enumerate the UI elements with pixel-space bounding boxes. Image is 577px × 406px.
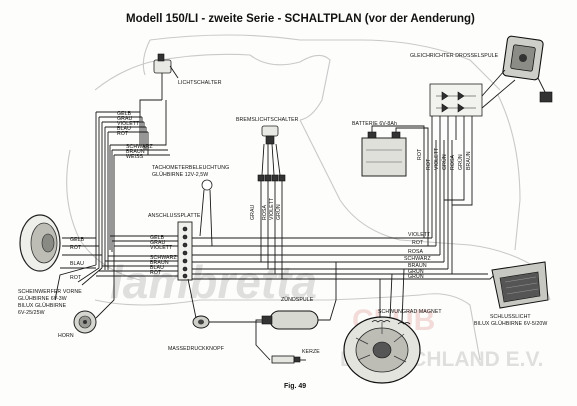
svg-text:GRAU: GRAU [150, 240, 166, 246]
ignition-coil: ZÜNDSPULE [255, 262, 337, 361]
ignition-coil-label: ZÜNDSPULE [281, 296, 314, 303]
svg-text:SCHWARZ: SCHWARZ [126, 144, 153, 150]
rectifier-circuit [429, 83, 483, 117]
svg-text:SCHWARZ: SCHWARZ [404, 256, 431, 262]
brake-light-switch: BREMSLICHTSCHALTER GRAU ROSA VIOLETT GRÜ… [192, 117, 299, 279]
flywheel-label: SCHWUNGRAD MAGNET [378, 309, 442, 315]
tail-light: SCHLUSSLICHT BILUX GLÜHBIRNE 6V-5/20W [474, 261, 549, 327]
horn: HORN [58, 256, 115, 339]
tail-light-label-2: BILUX GLÜHBIRNE 6V-5/20W [474, 320, 547, 327]
ground-button: MASSEDRUCKKNOPF [168, 278, 262, 352]
terminal-plate: ANSCHLUSSPLATTE GELB GRAU VIOLETT SCHWAR… [96, 213, 201, 281]
figure-label: Fig. 49 [284, 383, 306, 390]
speedometer-bulb [201, 179, 213, 191]
svg-text:BRAUN: BRAUN [126, 149, 145, 155]
svg-text:GRAU: GRAU [117, 116, 133, 122]
svg-text:ROSA: ROSA [262, 204, 268, 220]
battery-body [361, 137, 407, 177]
svg-text:ROT: ROT [150, 270, 162, 276]
svg-text:BLAU: BLAU [150, 265, 164, 271]
brake-connectors [257, 174, 286, 182]
svg-text:VIOLETT: VIOLETT [150, 245, 173, 251]
ground-button-label: MASSEDRUCKKNOPF [168, 346, 224, 352]
svg-text:VIOLETT: VIOLETT [434, 147, 440, 170]
ignition-coil-body [269, 310, 319, 330]
terminal-screws [182, 226, 188, 279]
flywheel-magneto: SCHWUNGRAD MAGNET [343, 268, 442, 384]
svg-text:GELB: GELB [70, 237, 85, 243]
battery: BATTERIE 6V-8Ah ROT [192, 121, 429, 246]
switch-wire-bundle: GELB GRAU VIOLETT BLAU ROT SCHWARZ BRAUN… [96, 99, 170, 160]
page-title: Modell 150/LI - zweite Serie - SCHALTPLA… [126, 13, 475, 25]
light-switch-body [153, 59, 172, 74]
svg-text:GRÜN: GRÜN [408, 273, 424, 280]
terminal-plate-label: ANSCHLUSSPLATTE [148, 213, 201, 219]
battery-terminal-plus [367, 131, 377, 139]
svg-text:GRÜN: GRÜN [441, 154, 448, 170]
battery-label: BATTERIE 6V-8Ah [352, 121, 397, 127]
left-wire-trunk [54, 112, 115, 301]
svg-text:BRAUN: BRAUN [408, 263, 427, 269]
horn-label: HORN [58, 333, 74, 339]
rectifier-unit [502, 35, 553, 103]
spark-plug-body [271, 355, 295, 364]
svg-text:ROT: ROT [426, 158, 432, 170]
headlight-label-4: 6V-25/25W [18, 310, 45, 316]
svg-text:GRÜN: GRÜN [408, 268, 424, 275]
headlight-label-2: GLÜHBIRNE 6V-3W [18, 295, 67, 302]
svg-text:ROT: ROT [70, 275, 82, 281]
flywheel-coils [371, 320, 411, 325]
headlight-label-3: BILUX GLÜHBIRNE [18, 302, 67, 309]
headlight: GELB ROT BLAU ROT SCHEINWERFER VORNE GLÜ… [18, 214, 102, 316]
light-switch-knob [157, 53, 165, 62]
svg-text:VIOLETT: VIOLETT [408, 232, 431, 238]
rectifier: GLEICHRICHTER DROSSELSPULE ROT VIOLETT G… [410, 35, 553, 206]
svg-text:GRÜN: GRÜN [457, 154, 464, 170]
headlight-bulb [41, 233, 55, 253]
spark-plug-label: KERZE [302, 349, 320, 355]
svg-text:ROSA: ROSA [450, 154, 456, 170]
svg-text:GELB: GELB [117, 111, 132, 117]
svg-text:BRAUN: BRAUN [466, 151, 472, 170]
svg-text:GRAU: GRAU [250, 204, 256, 220]
svg-text:ROSA: ROSA [408, 249, 424, 255]
headlight-label-1: SCHEINWERFER VORNE [18, 289, 82, 295]
watermark-line1: lambretta [110, 256, 317, 308]
brake-switch-body [261, 125, 279, 137]
rectifier-diodes [436, 91, 476, 113]
svg-text:BLAU: BLAU [70, 261, 84, 267]
light-switch: LICHTSCHALTER [153, 53, 222, 100]
tail-light-label-1: SCHLUSSLICHT [490, 314, 531, 320]
svg-text:BLAU: BLAU [117, 126, 131, 132]
watermark: lambretta CLUB DEUTSCHLAND E.V. [110, 256, 543, 371]
brake-switch-label: BREMSLICHTSCHALTER [236, 117, 299, 123]
svg-text:ROT: ROT [417, 148, 423, 160]
svg-text:ROT: ROT [70, 245, 82, 251]
svg-text:SCHWARZ: SCHWARZ [150, 255, 177, 261]
svg-text:VIOLETT: VIOLETT [117, 121, 140, 127]
svg-text:WEISS: WEISS [126, 154, 144, 160]
svg-text:VIOLETT: VIOLETT [269, 197, 275, 220]
speedometer-light: TACHOMETERBELEUCHTUNG GLÜHBIRNE 12V-2,5W [152, 165, 229, 247]
scooter-outline [66, 34, 551, 361]
light-switch-label: LICHTSCHALTER [178, 80, 222, 86]
rectifier-label: GLEICHRICHTER DROSSELSPULE [410, 53, 499, 59]
svg-text:ROT: ROT [117, 131, 129, 137]
svg-text:ROT: ROT [412, 240, 424, 246]
svg-text:GRÜN: GRÜN [275, 204, 282, 220]
svg-text:BRAUN: BRAUN [150, 260, 169, 266]
svg-text:GELB: GELB [150, 235, 165, 241]
speedometer-light-label-1: TACHOMETERBELEUCHTUNG [152, 165, 229, 171]
speedometer-light-label-2: GLÜHBIRNE 12V-2,5W [152, 171, 208, 178]
spark-plug: KERZE [271, 349, 320, 364]
battery-terminal-minus [391, 131, 401, 139]
